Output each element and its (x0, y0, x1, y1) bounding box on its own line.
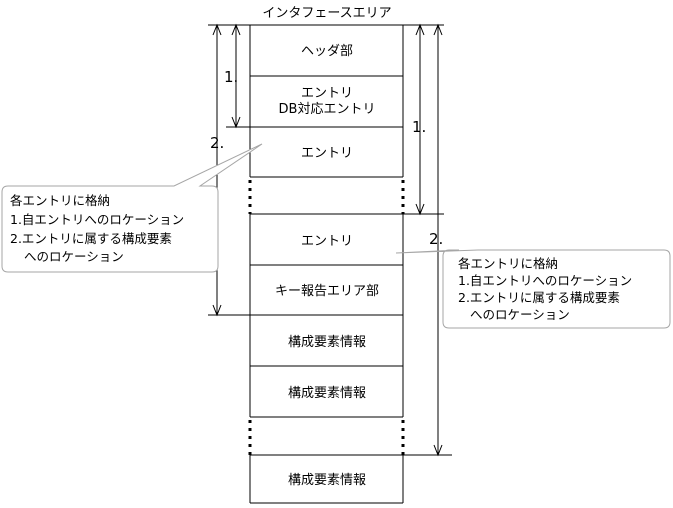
range-arrow-left-inner (231, 23, 241, 129)
block-key-report: キー報告エリア部 (275, 284, 379, 299)
block-header: ヘッダ部 (301, 44, 353, 59)
callout-right-line4: へのロケーション (470, 307, 570, 322)
block-entry-db-line2: DB対応エントリ (279, 102, 376, 117)
block-entry-2: エントリ (301, 234, 353, 249)
range-arrow-right-outer (433, 23, 443, 457)
callout-left: 各エントリに格納 1.自エントリへのロケーション 2.エントリに属する構成要素 … (1, 143, 263, 273)
callout-left-line4: へのロケーション (24, 249, 124, 264)
block-entry-1: エントリ (301, 146, 353, 161)
block-component-3: 構成要素情報 (288, 473, 366, 488)
callout-right: 各エントリに格納 1.自エントリへのロケーション 2.エントリに属する構成要素 … (395, 249, 671, 329)
marker-left-outer: 2. (210, 134, 224, 152)
diagram-title: インタフェースエリア (262, 6, 391, 21)
marker-left-inner: 1. (224, 68, 238, 86)
block-entry-db-line1: エントリ (301, 86, 353, 101)
callout-right-line3: 2.エントリに属する構成要素 (458, 290, 620, 305)
callout-left-line1: 各エントリに格納 (10, 193, 110, 208)
block-component-1: 構成要素情報 (288, 335, 366, 350)
callout-right-line2: 1.自エントリへのロケーション (458, 273, 632, 288)
range-arrow-right-inner (415, 23, 425, 216)
marker-right-inner: 1. (412, 118, 426, 136)
block-component-2: 構成要素情報 (288, 386, 366, 401)
callout-left-line3: 2.エントリに属する構成要素 (10, 231, 172, 246)
callout-left-line2: 1.自エントリへのロケーション (10, 212, 184, 227)
callout-right-line1: 各エントリに格納 (458, 256, 558, 271)
marker-right-outer: 2. (429, 230, 443, 248)
